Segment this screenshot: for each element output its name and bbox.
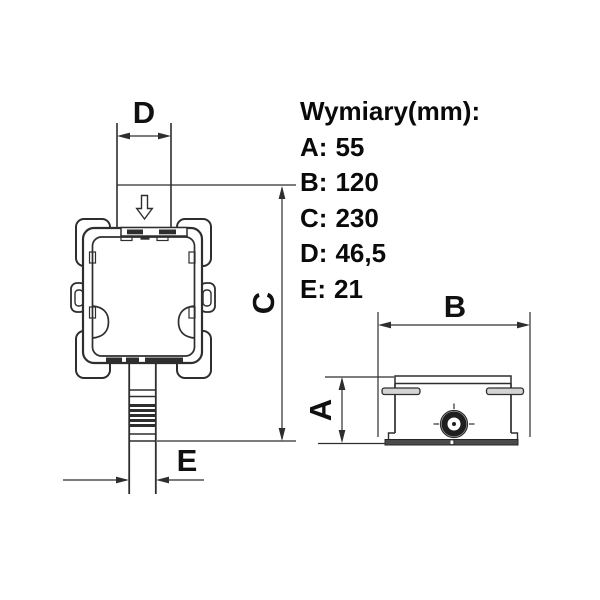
outlet-width-label: E xyxy=(177,443,198,478)
enclosure-box xyxy=(381,375,525,446)
dimension-label: C xyxy=(300,202,319,233)
dimension-a: A xyxy=(303,376,394,445)
inlet-tube xyxy=(116,123,296,229)
dimension-row-c: C:230 xyxy=(300,201,480,237)
dimension-row-e: E:21 xyxy=(300,272,480,308)
dimension-separator: : xyxy=(318,238,328,268)
front-height-label: C xyxy=(246,292,281,314)
dimension-row-d: D:46,5 xyxy=(300,236,480,272)
dimension-separator: : xyxy=(317,273,327,304)
device-body xyxy=(81,226,204,365)
dimensions-title: Wymiary(mm): xyxy=(300,96,481,126)
front-view: D xyxy=(63,95,296,494)
flow-down-arrow-icon xyxy=(135,194,154,221)
dimension-b: B xyxy=(377,289,531,437)
side-view: B A xyxy=(303,289,531,446)
outlet-spout xyxy=(128,363,157,494)
mounting-flange-right xyxy=(485,387,525,396)
dimension-value: 46,5 xyxy=(335,238,387,268)
dimension-c: C xyxy=(157,186,296,442)
dimension-separator: : xyxy=(318,131,328,162)
dimension-value: 55 xyxy=(335,131,365,162)
dimension-label: B xyxy=(300,167,319,197)
dimensions-panel: Wymiary(mm): A:55 B:120 C:230 D:46,5 E:2… xyxy=(300,94,480,307)
dimension-e: E xyxy=(63,443,204,484)
dimension-label: A xyxy=(300,131,319,162)
dimension-row-b: B:120 xyxy=(300,165,480,201)
mounting-flange-left xyxy=(381,387,421,396)
side-height-label: A xyxy=(303,399,338,421)
dimension-separator: : xyxy=(318,167,328,197)
dimension-value: 120 xyxy=(335,167,379,197)
side-width-label: B xyxy=(444,289,466,324)
dimension-label: E xyxy=(300,273,318,304)
gland-knob xyxy=(433,403,475,445)
dimension-label: D xyxy=(300,238,319,268)
dimension-d: D xyxy=(117,95,171,140)
front-width-label: D xyxy=(133,95,155,130)
dimension-separator: : xyxy=(318,202,328,233)
dimension-value: 21 xyxy=(334,273,363,304)
dimension-row-a: A:55 xyxy=(300,130,480,166)
dimension-value: 230 xyxy=(335,202,379,233)
